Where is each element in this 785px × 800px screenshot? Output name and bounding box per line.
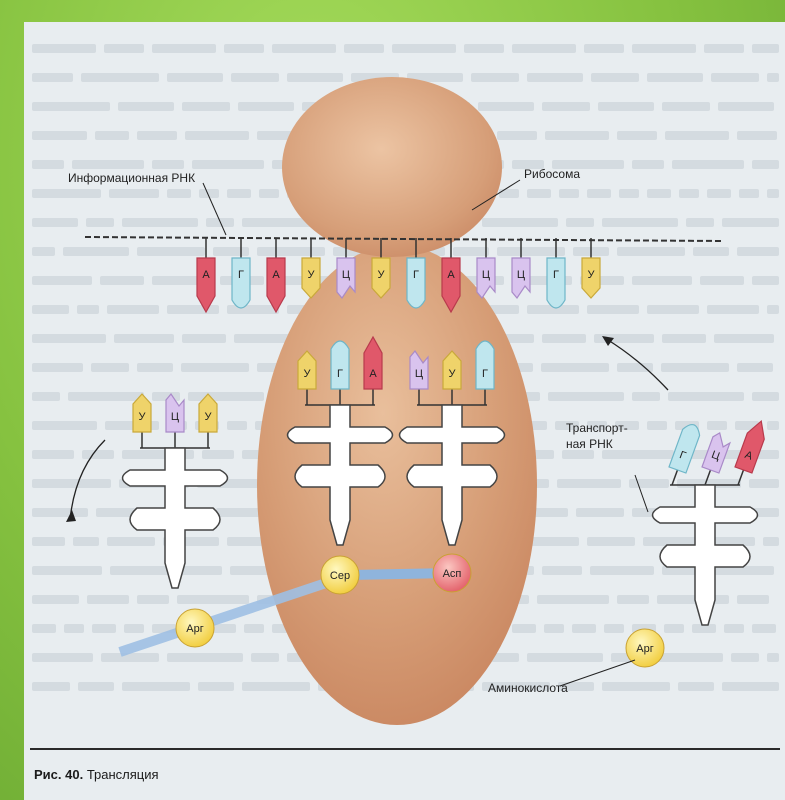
mrna-nucleotide: Ц [477, 238, 495, 298]
entry-arrowhead [602, 336, 614, 346]
mrna-nucleotide: У [582, 238, 600, 298]
nucleotide-letter: А [447, 269, 455, 281]
nucleotide-letter: У [308, 269, 316, 281]
ribosome [257, 77, 537, 725]
nucleotide-letter: Г [553, 269, 559, 281]
nucleotide-letter: У [304, 368, 312, 380]
nucleotide-letter: У [449, 368, 457, 380]
amino-acid-label: Арг [636, 643, 653, 655]
nucleotide-letter: Ц [342, 269, 350, 281]
nucleotide-letter: Г [337, 368, 343, 380]
nucleotide-letter: У [378, 269, 386, 281]
amino-acid-label: Асп [443, 568, 462, 580]
nucleotide-letter: Ц [171, 411, 179, 423]
trna-body [123, 448, 228, 588]
amino-acid-label: Арг [186, 623, 203, 635]
trna-pointer [635, 475, 648, 512]
anticodon-nucleotide: Ц [166, 394, 184, 448]
trna-label-line2: ная РНК [566, 437, 613, 451]
mrna-nucleotide: Ц [512, 238, 530, 298]
nucleotide-letter: Ц [415, 368, 423, 380]
mrna-nucleotide: Г [232, 238, 250, 308]
mrna-nucleotide: Г [547, 238, 565, 308]
mrna-nucleotide: У [302, 238, 320, 298]
anticodon-nucleotide: Ц [697, 431, 732, 488]
mrna-nucleotide: А [197, 238, 215, 312]
entry-arrow [608, 340, 668, 390]
amino-acid: Асп [433, 554, 471, 592]
nucleotide-letter: Ц [517, 269, 525, 281]
trna-label-line1: Транспорт- [566, 421, 628, 435]
nucleotide-letter: У [205, 411, 213, 423]
trna-left-exiting: У Ц У Арг [123, 394, 228, 647]
trna-right-incoming: ГЦА Арг [626, 418, 770, 667]
ribosome-label: Рибосома [524, 167, 580, 181]
anticodon-nucleotide: А [730, 418, 770, 488]
amino-acid-label: Аминокислота [488, 681, 568, 695]
mrna-label: Информационная РНК [68, 171, 195, 185]
exit-arrow [70, 440, 105, 520]
anticodon-nucleotide: У [199, 394, 217, 448]
nucleotide-letter: Г [238, 269, 244, 281]
nucleotide-letter: А [202, 269, 210, 281]
mrna-nucleotide: А [267, 238, 285, 312]
nucleotide-letter: Ц [482, 269, 490, 281]
amino-acid: Арг [176, 609, 214, 647]
nucleotide-letter: У [139, 411, 147, 423]
trna-body [653, 485, 758, 625]
amino-acid: Сер [321, 556, 359, 594]
mrna-nucleotide: А [442, 238, 460, 312]
amino-acid-label: Сер [330, 570, 350, 582]
anticodon-nucleotide: У [133, 394, 151, 448]
nucleotide-letter: А [369, 368, 377, 380]
nucleotide-letter: Г [413, 269, 419, 281]
nucleotide-letter: У [588, 269, 596, 281]
ribosome-small-subunit [282, 77, 502, 257]
nucleotide-letter: Г [482, 368, 488, 380]
nucleotide-letter: А [272, 269, 280, 281]
anticodon-nucleotide: Г [664, 422, 703, 488]
amino-acid-pointer [560, 660, 635, 686]
mrna-pointer [203, 183, 226, 235]
